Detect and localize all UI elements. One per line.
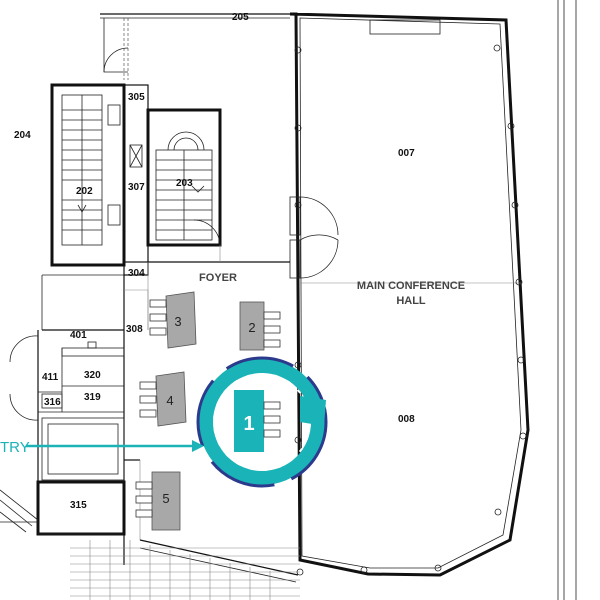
main-hall-label-line2: HALL [396,295,426,307]
room-202-label: 202 [76,186,93,197]
room-308-label: 308 [126,324,143,335]
foyer-label: FOYER [199,272,237,284]
table-5-label: 5 [162,491,169,506]
room-007-label: 007 [398,148,415,159]
room-307-label: 307 [128,182,145,193]
room-315-label: 315 [70,500,87,511]
table-2[interactable]: 2 [239,301,281,351]
stage-marker [369,19,441,35]
entry-label: TRY [0,439,30,456]
table-1[interactable]: 1 [234,390,281,452]
room-319-label: 319 [84,392,101,403]
table-3-label: 3 [174,314,181,329]
highlight-ring-icon[interactable] [196,356,328,488]
room-316-label: 316 [44,397,61,408]
main-hall-label: MAIN CONFERENCE [357,280,465,292]
room-305-label: 305 [128,92,145,103]
arrow-right-icon [26,440,204,452]
stairs-icon [156,150,212,240]
room-203-label: 203 [176,178,193,189]
room-320-label: 320 [84,370,101,381]
main-hall-outline [289,12,530,577]
table-5[interactable]: 5 [135,471,181,531]
stairs-icon [62,95,102,245]
terrace-hatch [70,540,304,600]
table-1-label: 1 [243,413,254,435]
outer-edge [557,0,577,600]
room-401-label: 401 [70,330,87,341]
table-2-label: 2 [248,320,255,335]
hall-doors [289,196,339,279]
table-3[interactable]: 3 [149,291,197,349]
room-008-label: 008 [398,414,415,425]
room-411-label: 411 [42,372,59,383]
table-4-label: 4 [166,393,173,408]
room-205-label: 205 [232,12,249,23]
table-4[interactable]: 4 [139,371,187,427]
room-304-label: 304 [128,268,145,279]
room-204-label: 204 [14,130,31,141]
